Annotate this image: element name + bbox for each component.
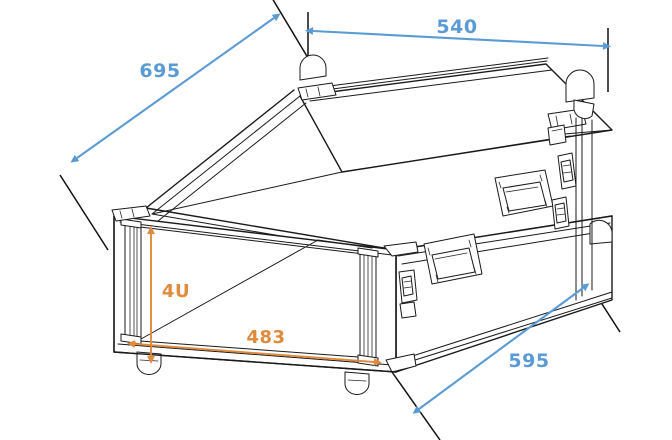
bracket-rivet-btl-2 — [317, 86, 321, 97]
top-front-edge — [145, 207, 397, 251]
bracket-rivet-btl-1 — [305, 88, 309, 98]
side-handle-front — [423, 233, 483, 285]
extension-line-left — [59, 174, 109, 251]
front-frame-top-inner — [119, 221, 393, 256]
latch-rear-lower-detail-2 — [556, 213, 566, 216]
side-handle-front-rivet-2 — [468, 239, 472, 248]
caster-front-right — [344, 371, 370, 395]
ball-corner-back-left — [299, 54, 327, 81]
top-right-edge-extrusion — [563, 129, 613, 135]
dimension-695-line — [70, 13, 281, 163]
dimension-540-label: 540 — [436, 16, 477, 38]
rack-rail-left-top-bracket — [120, 218, 142, 229]
side-handle-front-rivet-1 — [427, 247, 431, 256]
dimension-4u-label: 4U — [162, 281, 190, 302]
side-handle-front-rivet-4 — [473, 266, 477, 275]
bracket-rivet-tr-1 — [555, 115, 559, 127]
dimension-595: 595 — [412, 283, 590, 414]
top-back-edge-extrusion-lip — [309, 69, 553, 102]
caster-front-right-axle — [347, 379, 367, 382]
bracket-rivet-ftl-1 — [119, 210, 123, 219]
rack-rail-right-top-bracket — [357, 247, 379, 258]
top-back-edge-extrusion — [305, 57, 549, 90]
dimension-540-line — [305, 27, 611, 50]
latch-rear-upper-detail-1 — [562, 164, 571, 167]
ball-corner-right-lower — [589, 219, 613, 245]
dimension-540: 540 — [305, 16, 611, 50]
side-handle-rear-recess — [502, 181, 547, 212]
side-handle-rear-rivet-2 — [539, 174, 543, 182]
latch-rear-lower — [551, 196, 570, 230]
dimension-483-label: 483 — [246, 327, 285, 348]
dimension-595-label: 595 — [508, 350, 549, 372]
side-handle-rear-rivet-1 — [498, 181, 502, 189]
rack-rail-right — [357, 247, 379, 367]
corner-bracket-front-top-right — [383, 241, 419, 257]
latch-rear-lower-detail-1 — [556, 207, 565, 210]
top-back-edge-extrusion-inner — [301, 60, 548, 94]
latch-front-lower — [399, 301, 417, 319]
side-handle-front-rivet-3 — [435, 274, 439, 283]
latch-rear-lower-body — [554, 202, 567, 224]
latch-front — [398, 269, 418, 319]
side-handle-rear-bar — [505, 186, 539, 193]
dimension-595-line — [412, 283, 590, 414]
dimension-483: 483 — [127, 327, 382, 366]
ball-corner-back-right — [565, 69, 595, 103]
bracket-rivet-ftl-2 — [131, 208, 135, 218]
dimension-4u: 4U — [147, 226, 190, 364]
latch-front-body — [401, 275, 414, 297]
latch-rear-upper-detail-2 — [562, 171, 572, 174]
dimension-483-line — [127, 340, 382, 366]
ball-corner-back-right-lower — [573, 99, 595, 120]
cavity-diagonal-line — [140, 239, 319, 340]
top-face-inner-edge — [341, 135, 571, 173]
catch-plate-top-right — [547, 124, 567, 146]
latch-front-detail-1 — [403, 280, 412, 283]
latch-rear-upper — [557, 152, 577, 190]
side-handle-rear-rivet-4 — [544, 199, 548, 208]
rack-rail-left-body — [124, 223, 142, 342]
side-handle-rear-rivet-3 — [506, 206, 510, 214]
dimension-695: 695 — [70, 13, 281, 163]
top-face-inner-left — [151, 171, 343, 215]
caster-front-right-wheel — [344, 371, 370, 395]
dimension-695-label: 695 — [139, 60, 180, 82]
side-handle-front-recess — [431, 247, 476, 280]
side-handle-front-bar — [434, 252, 468, 260]
bracket-rivet-tr-2 — [569, 113, 573, 125]
latch-front-detail-2 — [403, 286, 412, 289]
catch-plate-detail — [551, 128, 563, 132]
extension-line-top-center — [272, 0, 309, 59]
side-handle-rear — [494, 169, 554, 217]
cavity-diagonal-top — [317, 239, 373, 249]
